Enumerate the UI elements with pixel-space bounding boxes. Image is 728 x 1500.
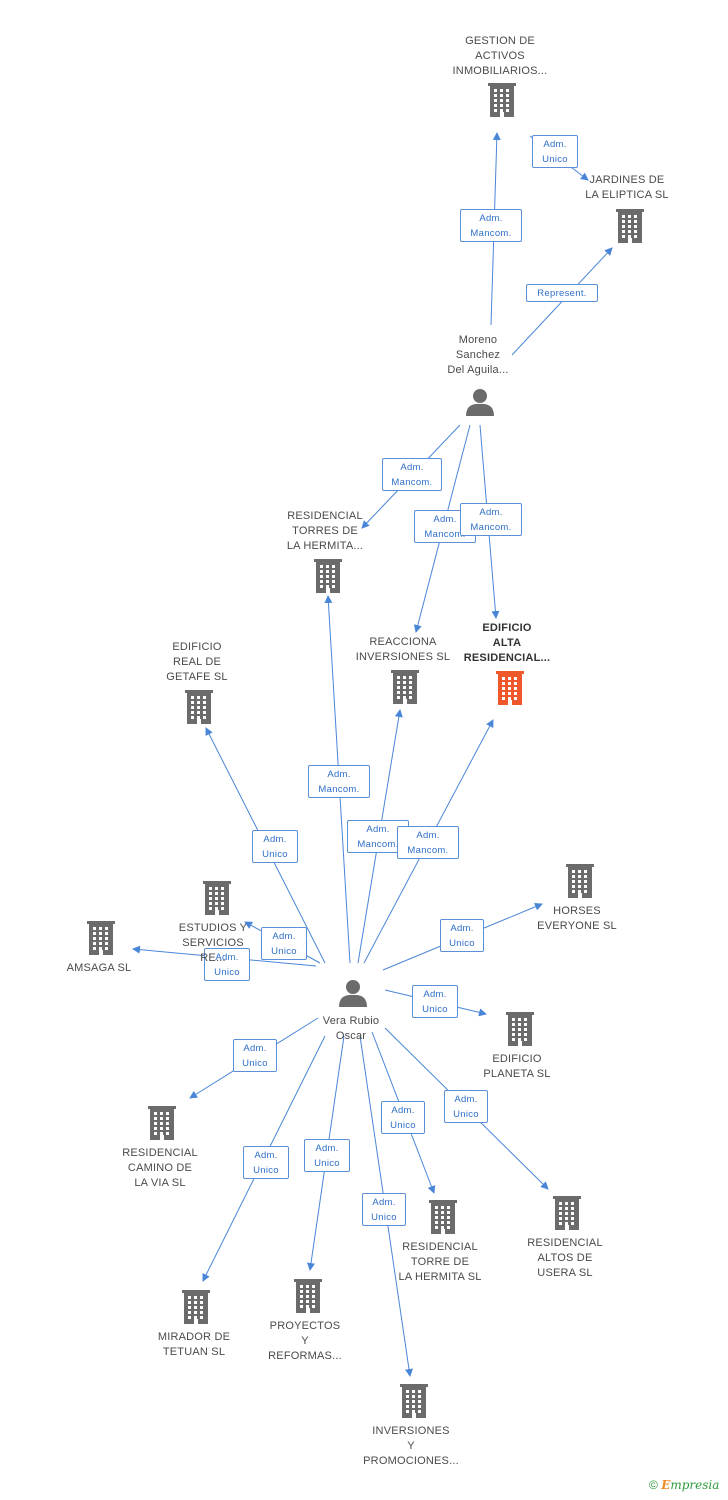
copyright-symbol: ©: [649, 1478, 658, 1492]
building-icon-proyectos[interactable]: [294, 1279, 322, 1313]
edge-label-vera-to-mirador[interactable]: Adm.Unico: [243, 1146, 289, 1179]
edge-label-vera-to-horses[interactable]: Adm.Unico: [440, 919, 484, 952]
edge-label-moreno-to-gestion[interactable]: Adm.Mancom.: [460, 209, 522, 242]
edge-label-vera-to-torres[interactable]: Adm.Mancom.: [308, 765, 370, 798]
building-icon-getafe[interactable]: [185, 690, 213, 724]
footer-brand[interactable]: © Empresia: [649, 1478, 719, 1492]
edge-label-vera-to-proyectos[interactable]: Adm.Unico: [304, 1139, 350, 1172]
building-icon-estudios[interactable]: [203, 881, 231, 915]
edge-label-vera-to-altos[interactable]: Adm.Unico: [444, 1090, 488, 1123]
building-icon-horses[interactable]: [566, 864, 594, 898]
edge-label-vera-to-amsaga[interactable]: Adm.Unico: [204, 948, 250, 981]
edge-label-vera-to-getafe[interactable]: Adm.Unico: [252, 830, 298, 863]
icons-layer: [87, 83, 644, 1418]
edge-label-vera-to-edificio_alta[interactable]: Adm.Mancom.: [397, 826, 459, 859]
building-icon-mirador[interactable]: [182, 1290, 210, 1324]
edge-label-vera-to-inversiones[interactable]: Adm.Unico: [362, 1193, 406, 1226]
building-icon-amsaga[interactable]: [87, 921, 115, 955]
edge-label-moreno-to-jardines[interactable]: Represent.: [526, 284, 598, 302]
building-icon-torres[interactable]: [314, 559, 342, 593]
building-icon-inversiones[interactable]: [400, 1384, 428, 1418]
edge-label-vera-to-camino[interactable]: Adm.Unico: [233, 1039, 277, 1072]
person-icon-moreno[interactable]: [466, 389, 494, 416]
building-icon-gestion[interactable]: [488, 83, 516, 117]
node-label-amsaga[interactable]: AMSAGA SL: [66, 962, 132, 974]
edge-label-moreno-to-torres[interactable]: Adm.Mancom.: [382, 458, 442, 491]
building-icon-reacciona[interactable]: [391, 670, 419, 704]
building-icon-planeta[interactable]: [506, 1012, 534, 1046]
edge-label-vera-to-torre[interactable]: Adm.Unico: [381, 1101, 425, 1134]
edge-label-moreno-to-edificio_alta[interactable]: Adm.Mancom.: [460, 503, 522, 536]
edge-label-vera-to-planeta[interactable]: Adm.Unico: [412, 985, 458, 1018]
empresia-logo: Empresia: [661, 1478, 720, 1492]
building-icon-edificio_alta[interactable]: [496, 671, 524, 705]
person-icon-vera[interactable]: [339, 980, 367, 1007]
edge-label-gestion-to-jardines[interactable]: Adm.Unico: [532, 135, 578, 168]
building-icon-camino[interactable]: [148, 1106, 176, 1140]
edge-label-vera-to-estudios[interactable]: Adm.Unico: [261, 927, 307, 960]
building-icon-torre[interactable]: [429, 1200, 457, 1234]
building-icon-altos[interactable]: [553, 1196, 581, 1230]
building-icon-jardines[interactable]: [616, 209, 644, 243]
